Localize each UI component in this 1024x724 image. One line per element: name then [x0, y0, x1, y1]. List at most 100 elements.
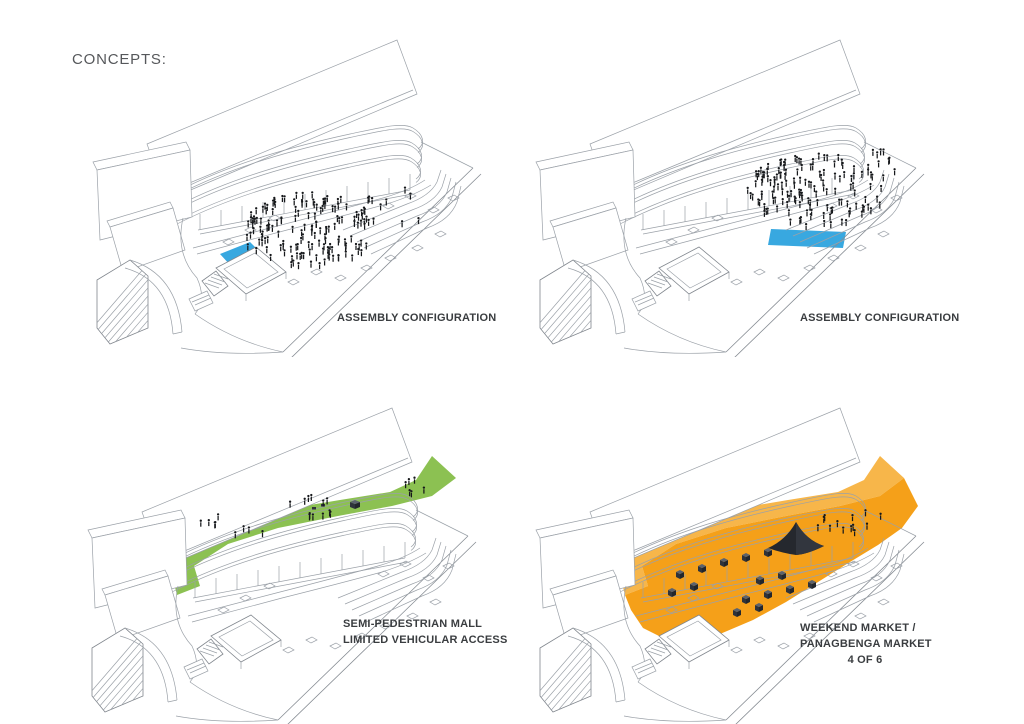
person-figure	[282, 239, 285, 247]
person-figure	[322, 499, 325, 507]
person-figure	[825, 188, 828, 196]
person-figure	[291, 225, 294, 233]
person-figure	[309, 260, 313, 268]
concept-diagram-semi-pedestrian-mall	[80, 390, 510, 724]
person-figure	[809, 199, 812, 207]
person-figure	[255, 247, 258, 255]
person-figure	[804, 222, 808, 231]
person-figure	[234, 531, 237, 539]
caption-assembly-2: ASSEMBLY CONFIGURATION	[800, 310, 959, 326]
person-figure	[363, 218, 366, 226]
person-figure	[766, 175, 769, 183]
person-figure	[787, 209, 791, 217]
person-figure	[852, 165, 856, 173]
person-figure	[771, 190, 774, 198]
person-figure	[344, 242, 348, 250]
person-figure	[356, 221, 360, 229]
caption-weekend-market: WEEKEND MARKET / PANAGBENGA MARKET 4 OF …	[800, 620, 932, 668]
person-figure	[786, 190, 789, 198]
person-figure	[869, 182, 872, 190]
person-figure	[357, 247, 360, 255]
person-figure	[315, 220, 318, 228]
caption-line: ASSEMBLY CONFIGURATION	[337, 312, 497, 324]
person-figure	[303, 223, 306, 231]
person-figure	[271, 199, 275, 207]
person-figure	[404, 481, 407, 489]
person-figure	[303, 497, 306, 505]
person-figure	[323, 233, 327, 241]
person-figure	[319, 227, 322, 235]
caption-line: LIMITED VEHICULAR ACCESS	[343, 634, 508, 646]
person-figure	[786, 200, 789, 208]
person-figure	[370, 196, 374, 205]
person-figure	[833, 172, 837, 180]
person-figure	[869, 207, 873, 215]
person-figure	[816, 524, 820, 532]
person-figure	[307, 494, 310, 502]
person-figure	[757, 170, 760, 178]
person-figure	[311, 513, 315, 521]
person-figure	[800, 163, 803, 171]
crowd	[288, 493, 332, 521]
person-figure	[365, 215, 368, 223]
person-figure	[855, 202, 858, 210]
person-figure	[876, 151, 879, 159]
person-figure	[787, 194, 791, 202]
person-figure	[295, 252, 299, 260]
person-figure	[249, 216, 253, 224]
person-figure	[798, 217, 802, 225]
person-figure	[322, 197, 325, 205]
person-figure	[758, 199, 761, 207]
person-figure	[842, 526, 845, 534]
person-figure	[781, 188, 784, 196]
person-figure	[283, 249, 286, 257]
person-figure	[367, 218, 370, 226]
vehicle	[350, 500, 360, 509]
person-figure	[354, 242, 358, 250]
person-figure	[275, 219, 279, 227]
person-figure	[746, 186, 749, 194]
person-figure	[280, 217, 283, 225]
person-figure	[339, 195, 342, 203]
person-figure	[765, 207, 768, 215]
person-figure	[301, 191, 304, 199]
person-figure	[321, 204, 324, 212]
person-figure	[809, 181, 813, 189]
person-figure	[350, 235, 353, 243]
person-figure	[265, 224, 269, 232]
person-figure	[807, 180, 811, 188]
person-figure	[796, 168, 799, 176]
person-figure	[828, 213, 832, 221]
person-figure	[307, 212, 310, 220]
person-figure	[379, 203, 382, 211]
person-figure	[271, 224, 274, 232]
person-figure	[826, 154, 829, 162]
person-figure	[843, 170, 846, 179]
person-figure	[207, 518, 210, 527]
person-figure	[308, 511, 311, 520]
person-figure	[260, 239, 264, 247]
person-figure	[255, 216, 258, 224]
person-figure	[836, 520, 839, 528]
person-figure	[301, 233, 305, 241]
person-figure	[289, 245, 293, 253]
person-figure	[322, 243, 326, 251]
person-figure	[774, 196, 777, 204]
person-figure	[407, 477, 411, 486]
person-figure	[360, 249, 363, 257]
market-stalls	[668, 548, 816, 617]
person-figure	[766, 162, 770, 170]
person-figure	[754, 170, 758, 178]
person-figure	[362, 206, 366, 214]
person-figure	[879, 148, 882, 156]
person-figure	[804, 178, 807, 186]
person-figure	[756, 172, 759, 181]
person-figure	[331, 205, 334, 213]
person-figure	[813, 184, 816, 193]
person-figure	[882, 174, 885, 182]
person-figure	[823, 219, 826, 227]
person-figure	[798, 191, 801, 199]
person-figure	[779, 171, 782, 179]
person-figure	[324, 225, 328, 233]
person-figure	[263, 202, 267, 210]
